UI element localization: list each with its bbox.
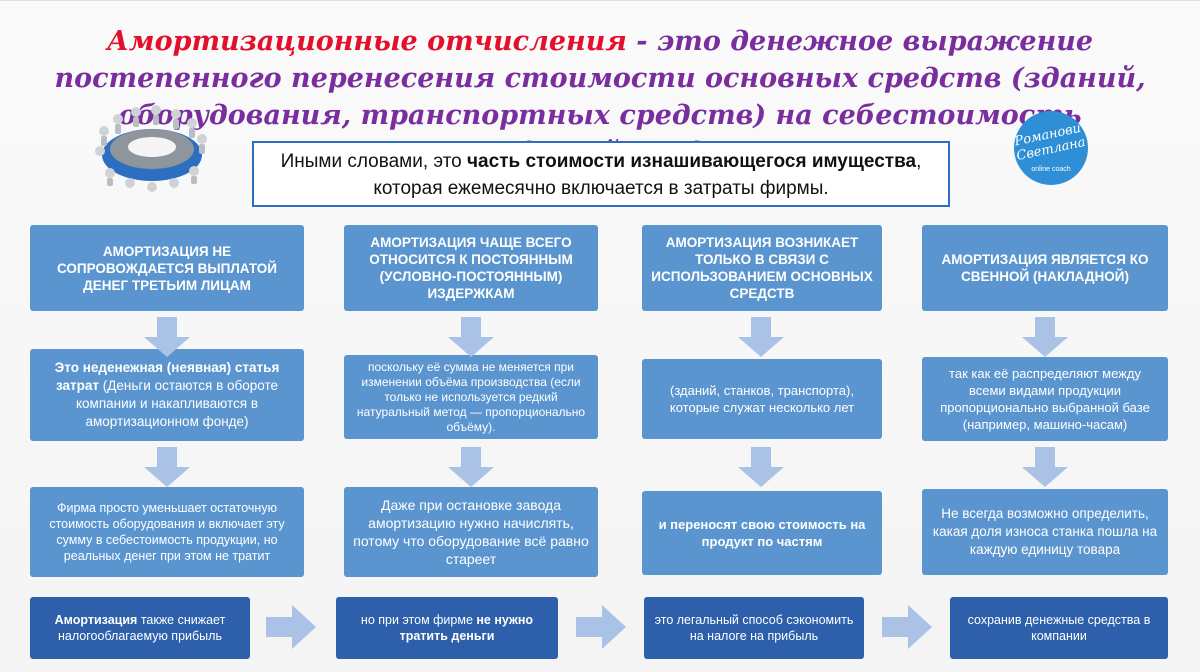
col3-bottom-text: это легальный способ сэкономить на налог… [654, 613, 854, 643]
col2-mid-box: поскольку её сумма не меняется при измен… [344, 355, 598, 439]
col1-low-box: Фирма просто уменьшает остаточную стоимо… [30, 487, 304, 577]
col4-bottom-box: сохранив денежные средства в компании [950, 597, 1168, 659]
col3-mid-box: (зданий, станков, транспорта), которые с… [642, 359, 882, 439]
author-logo: Романович Светлана online coach [1013, 111, 1090, 185]
arrow-down-icon [738, 447, 784, 487]
col3-top-box: АМОРТИЗАЦИЯ ВОЗНИКАЕТ ТОЛЬКО В СВЯЗИ С И… [642, 225, 882, 311]
col1-mid-rest: (Деньги остаются в обороте компании и на… [75, 378, 279, 429]
col2-bottom-bold: не нужно тратить деньги [399, 613, 534, 643]
col1-top-box: АМОРТИЗАЦИЯ НЕ СОПРОВОЖДАЕТСЯ ВЫПЛАТОЙ Д… [30, 225, 304, 311]
title-accent: Амортизационные отчисления [106, 26, 627, 57]
arrow-down-icon [1022, 447, 1068, 487]
col2-top-text: АМОРТИЗАЦИЯ ЧАЩЕ ВСЕГО ОТНОСИТСЯ К ПОСТО… [369, 235, 573, 301]
arrow-right-icon [576, 605, 626, 649]
col4-mid-text: так как её распределяют между всеми вида… [940, 366, 1150, 432]
arrow-down-icon [1022, 317, 1068, 357]
col1-bottom-bold: Амортизация [54, 613, 138, 627]
gear-people-icon [95, 105, 207, 192]
col1-mid-bold: Это неденежная (неявная) статья затрат [54, 360, 280, 393]
col4-low-box: Не всегда возможно определить, какая дол… [922, 489, 1168, 575]
col4-bottom-text: сохранив денежные средства в компании [967, 613, 1151, 643]
col3-low-bold: и переносят свою стоимость на продукт по… [658, 517, 866, 549]
col1-top-text: АМОРТИЗАЦИЯ НЕ СОПРОВОЖДАЕТСЯ ВЫПЛАТОЙ Д… [56, 243, 278, 293]
arrow-down-icon [144, 317, 190, 357]
arrow-down-icon [144, 447, 190, 487]
col2-mid-text: поскольку её сумма не меняется при измен… [356, 359, 586, 434]
col1-bottom-rest: также снижает налогооблагаемую прибыль [58, 613, 226, 643]
subtitle-box: Иными словами, это часть стоимости изнаш… [252, 141, 950, 207]
col4-top-box: АМОРТИЗАЦИЯ ЯВЛЯЕТСЯ КО СВЕННОЙ (НАКЛАДН… [922, 225, 1168, 311]
col3-bottom-box: это легальный способ сэкономить на налог… [644, 597, 864, 659]
col1-low-text: Фирма просто уменьшает остаточную стоимо… [49, 501, 285, 563]
col4-top-text: АМОРТИЗАЦИЯ ЯВЛЯЕТСЯ КО СВЕННОЙ (НАКЛАДН… [941, 252, 1149, 284]
col2-top-box: АМОРТИЗАЦИЯ ЧАЩЕ ВСЕГО ОТНОСИТСЯ К ПОСТО… [344, 225, 598, 311]
subtitle-post: , которая ежемесячно включается в затрат… [373, 151, 922, 199]
arrow-down-icon [448, 317, 494, 357]
col2-low-text: Даже при остановке завода амортизацию ну… [353, 497, 589, 567]
arrow-down-icon [448, 447, 494, 487]
col4-low-text: Не всегда возможно определить, какая дол… [932, 506, 1158, 557]
col3-mid-text: (зданий, станков, транспорта), которые с… [669, 383, 855, 415]
arrow-down-icon [738, 317, 784, 357]
col4-mid-box: так как её распределяют между всеми вида… [922, 357, 1168, 441]
col2-bottom-box: но при этом фирме не нужно тратить деньг… [336, 597, 558, 659]
col1-bottom-box: Амортизация также снижает налогооблагаем… [30, 597, 250, 659]
subtitle-pre: Иными словами, это [280, 151, 468, 172]
col2-low-box: Даже при остановке завода амортизацию ну… [344, 487, 598, 577]
col2-bottom-pre: но при этом фирме [360, 613, 477, 627]
arrow-right-icon [266, 605, 316, 649]
logo-line3: online coach [1031, 166, 1071, 173]
subtitle-bold: часть стоимости изнашивающегося имуществ… [467, 151, 917, 172]
col3-top-text: АМОРТИЗАЦИЯ ВОЗНИКАЕТ ТОЛЬКО В СВЯЗИ С И… [651, 235, 873, 301]
col3-low-box: и переносят свою стоимость на продукт по… [642, 491, 882, 575]
arrow-right-icon [882, 605, 932, 649]
col1-mid-box: Это неденежная (неявная) статья затрат (… [30, 349, 304, 441]
